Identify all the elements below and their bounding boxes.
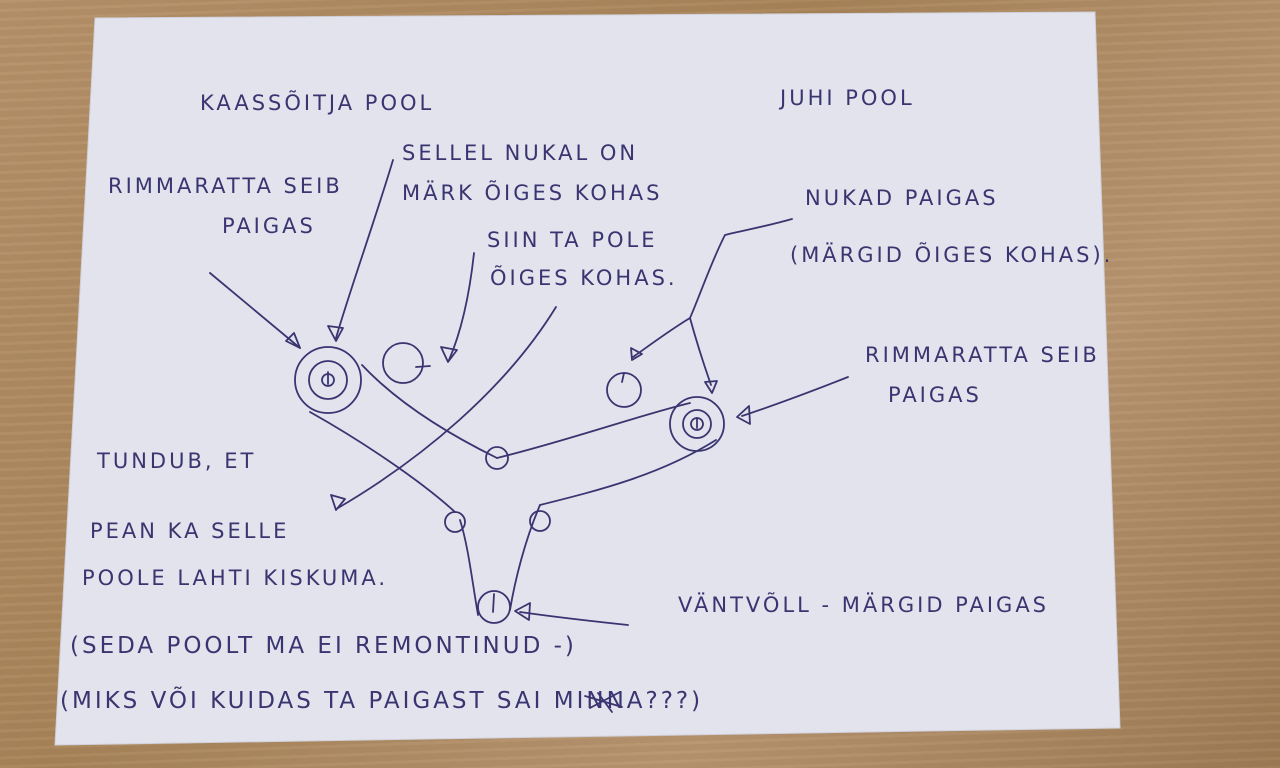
right-idler (529, 510, 551, 532)
remark-line1: (SEDA POOLT MA EI REMONTINUD -) (70, 633, 577, 659)
right-pulley-label-line2: PAIGAS (888, 383, 982, 407)
arrow-cam-mark (327, 159, 394, 342)
arrow-left-pulley (209, 272, 301, 349)
paper-sheet (54, 11, 1121, 746)
crossed-out-letters (584, 691, 623, 713)
cams-ok-label-line1: NUKAD PAIGAS (805, 186, 999, 210)
right-belt-pulley (669, 396, 725, 452)
left-idler (444, 511, 466, 533)
cam-mark-label-line2: MÄRK ÕIGES KOHAS (402, 179, 662, 205)
arrow-wrong-place (440, 252, 475, 363)
note-label-line2: PEAN KA SELLE (90, 519, 289, 543)
note-label-line1: TUNDUB, ET (96, 449, 256, 473)
arrow-crank (514, 602, 629, 626)
center-idler (485, 446, 509, 470)
left-cam-wrong (382, 342, 431, 384)
cams-ok-label-line2: (MÄRGID ÕIGES KOHAS). (790, 241, 1113, 267)
right-pulley-label-line1: RIMMARATTA SEIB (865, 343, 1100, 367)
right-cam (606, 372, 642, 408)
arrow-right-pulley (736, 376, 849, 425)
heading-right: JUHI POOL (778, 86, 915, 110)
left-pulley-label-line1: RIMMARATTA SEIB (108, 174, 343, 198)
heading-left: KAASSÕITJA POOL (200, 89, 434, 115)
wrong-place-label-line2: ÕIGES KOHAS. (490, 264, 678, 290)
crank-label: VÄNTVÕLL - MÄRGID PAIGAS (678, 591, 1049, 617)
left-belt-pulley (294, 346, 362, 414)
remark-line2: (MIKS VÕI KUIDAS TA PAIGAST SAI MINNA???… (60, 685, 703, 714)
crankshaft-pulley (477, 590, 511, 624)
wrong-place-label-line1: SIIN TA POLE (487, 228, 658, 252)
left-pulley-label-line2: PAIGAS (222, 214, 316, 238)
cam-mark-label-line1: SELLEL NUKAL ON (402, 141, 638, 165)
arrow-note (330, 306, 557, 511)
arrow-cams-ok (630, 218, 793, 394)
note-label-line3: POOLE LAHTI KISKUMA. (82, 566, 388, 590)
